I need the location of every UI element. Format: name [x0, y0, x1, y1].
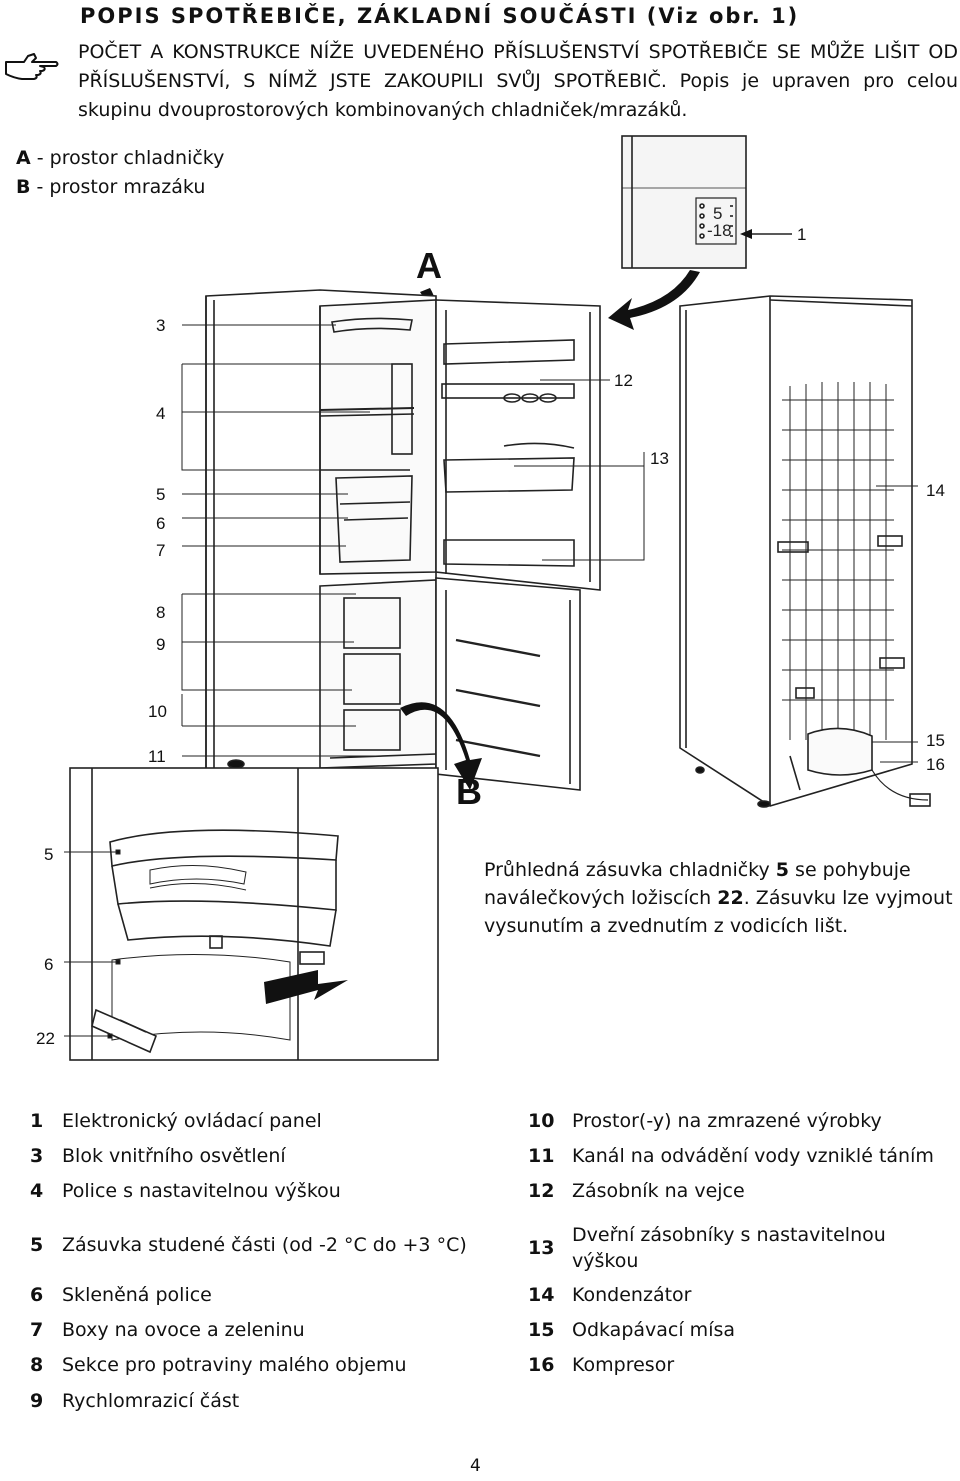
compartment-a: A - prostor chladničky	[16, 147, 225, 169]
drawer-callout-5: 5	[44, 845, 53, 864]
drawer-callout-22: 22	[36, 1029, 55, 1048]
drawer-callout-6: 6	[44, 955, 53, 974]
callout-16: 16	[926, 755, 945, 774]
callout-6: 6	[156, 514, 165, 533]
callout-12: 12	[614, 371, 633, 390]
page-title: POPIS SPOTŘEBIČE, ZÁKLADNÍ SOUČÁSTI (Viz…	[80, 4, 800, 28]
callout-11: 11	[148, 747, 166, 766]
letter-a: A	[416, 245, 442, 286]
freezer-door	[435, 577, 581, 791]
callout-4: 4	[156, 404, 165, 423]
fridge-rear-view	[679, 295, 931, 808]
compartment-b: B - prostor mrazáku	[16, 176, 206, 198]
callout-15: 15	[926, 731, 945, 750]
callout-8: 8	[156, 603, 165, 622]
fridge-diagram: 5 -18 1 A	[36, 135, 945, 1061]
notice-caps: POČET A KONSTRUKCE NÍŽE UVEDENÉHO PŘÍSLU…	[78, 41, 958, 92]
page-number: 4	[470, 1456, 481, 1476]
display-temp-bottom: -18	[707, 221, 732, 240]
drawer-callout-lines	[64, 849, 121, 1039]
callout-3: 3	[156, 316, 165, 335]
fridge-body	[205, 289, 437, 805]
callout-10: 10	[148, 702, 167, 721]
callout-14: 14	[926, 481, 945, 500]
callout-13: 13	[650, 449, 669, 468]
notice-text: POČET A KONSTRUKCE NÍŽE UVEDENÉHO PŘÍSLU…	[78, 38, 958, 125]
callout-1: 1	[797, 225, 806, 244]
drawer-detail	[69, 767, 439, 1061]
notice-rest: Popis je upraven pro celou skupinu dvoup…	[78, 70, 958, 121]
arrow-to-door	[608, 270, 700, 330]
callout-7: 7	[156, 541, 165, 560]
pointing-hand-icon	[5, 53, 59, 80]
compartment-legend: A - prostor chladničky B - prostor mrazá…	[16, 144, 224, 202]
display-temp-top: 5	[713, 204, 722, 223]
drawer-description: Průhledná zásuvka chladničky 5 se pohybu…	[484, 859, 953, 937]
callout-lines	[181, 324, 918, 763]
callout-5: 5	[156, 485, 165, 504]
arrow-to-freezer	[400, 702, 482, 790]
control-panel-detail: 5 -18	[621, 135, 792, 269]
fridge-door	[435, 299, 601, 591]
callout-9: 9	[156, 635, 165, 654]
